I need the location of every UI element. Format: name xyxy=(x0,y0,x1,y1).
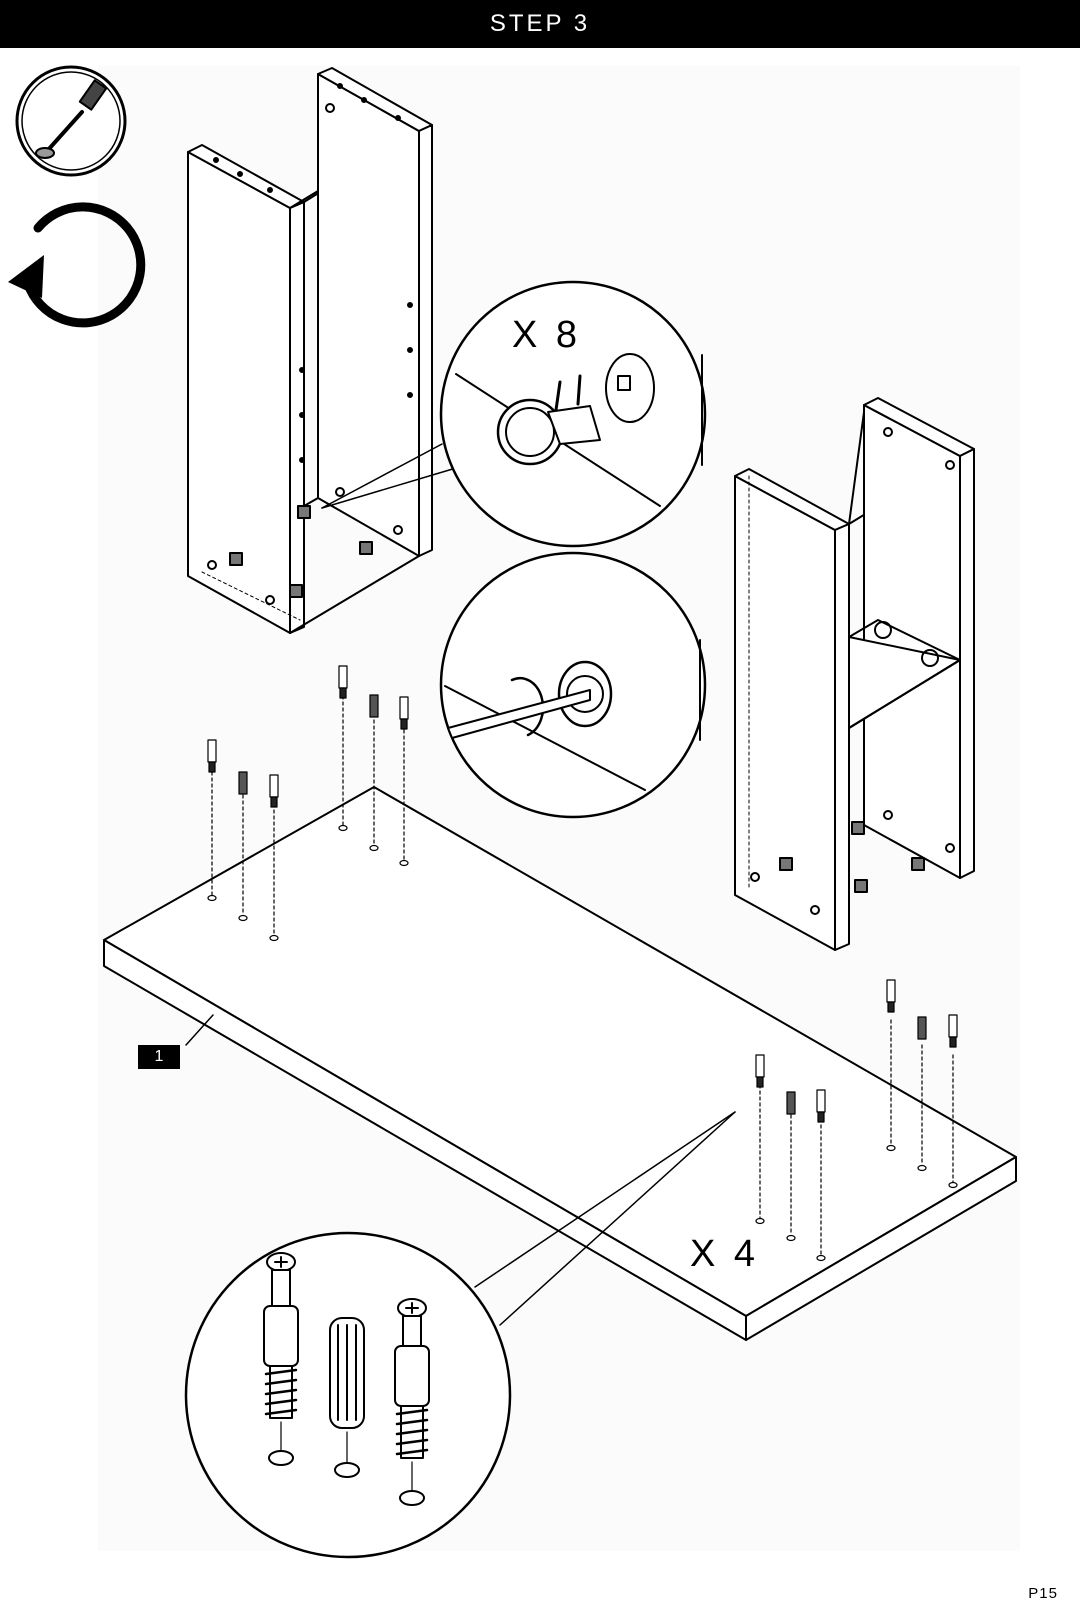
step-title: STEP 3 xyxy=(489,10,591,37)
screwdriver-icon xyxy=(15,65,127,177)
fittings-quantity: X 4 xyxy=(690,1233,760,1275)
bottom-panel xyxy=(103,786,1017,1341)
fittings-detail xyxy=(184,1111,736,1559)
rotate-counterclockwise-icon xyxy=(8,202,146,328)
page-number: P15 xyxy=(1028,1585,1058,1602)
cam-lock-quantity: X 8 xyxy=(512,314,582,356)
cam-bolt-detail xyxy=(263,1252,299,1466)
step-header: STEP 3 xyxy=(0,0,1080,48)
panel-fittings xyxy=(207,665,958,1262)
right-side-assembly xyxy=(734,397,975,951)
wood-dowel-detail xyxy=(329,1317,365,1478)
cam-bolt-detail-2 xyxy=(394,1298,430,1506)
cam-lock-detail xyxy=(439,280,707,548)
part-label-badge: 1 xyxy=(138,1045,180,1069)
left-side-assembly xyxy=(187,67,457,634)
cam-rotate-detail xyxy=(439,551,707,819)
